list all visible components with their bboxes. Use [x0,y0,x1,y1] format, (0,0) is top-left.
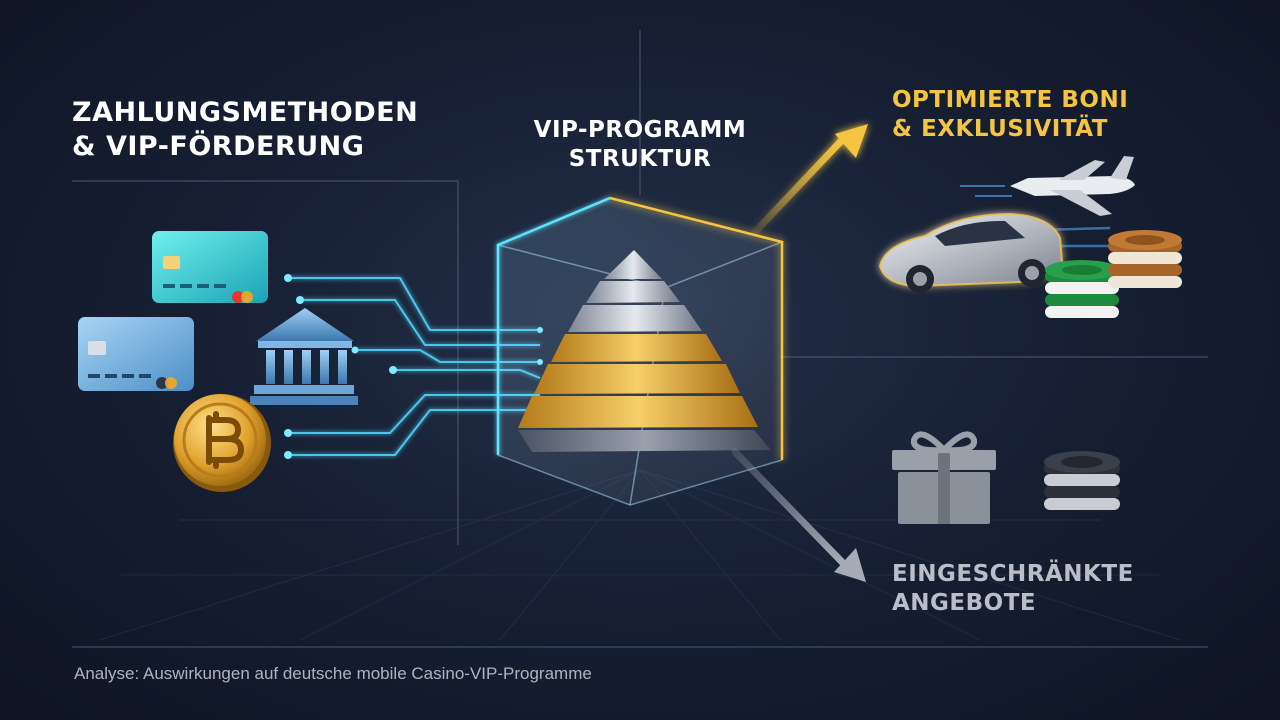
credit-card-icon [152,231,268,303]
gray-arrow-down [731,448,866,582]
sports-car-icon [878,212,1112,293]
heading-line: Angebote [892,589,1037,616]
heading-line: Optimierte Boni [892,87,1129,113]
heading-optimized-bonuses: Optimierte Boni & Exklusivität [892,86,1128,144]
vip-pyramid [518,250,771,452]
heading-line: VIP-Programm [533,117,747,143]
heading-line: Zahlungsmethoden [72,97,419,128]
gift-box-icon [892,431,996,524]
heading-line: Eingeschränkte [892,561,1134,587]
casino-chips-icon [1044,451,1120,510]
credit-card-icon [78,317,194,391]
heading-line: & VIP-Förderung [72,130,365,162]
heading-line: Struktur [568,145,712,172]
heading-limited-offers: Eingeschränkte Angebote [892,560,1134,618]
private-jet-icon [960,156,1135,216]
casino-chips-icon [1045,230,1182,318]
heading-vip-structure: VIP-Programm Struktur [500,116,780,174]
circuit-connectors [288,277,541,456]
heading-line: & Exklusivität [892,115,1108,142]
gold-arrow-up [751,124,868,236]
divider-lines [72,30,1208,648]
footer-caption: Analyse: Auswirkungen auf deutsche mobil… [74,664,592,683]
heading-payment-methods: Zahlungsmethoden & VIP-Förderung [72,96,418,164]
bitcoin-coin-icon [173,394,271,492]
bank-icon [250,308,358,405]
